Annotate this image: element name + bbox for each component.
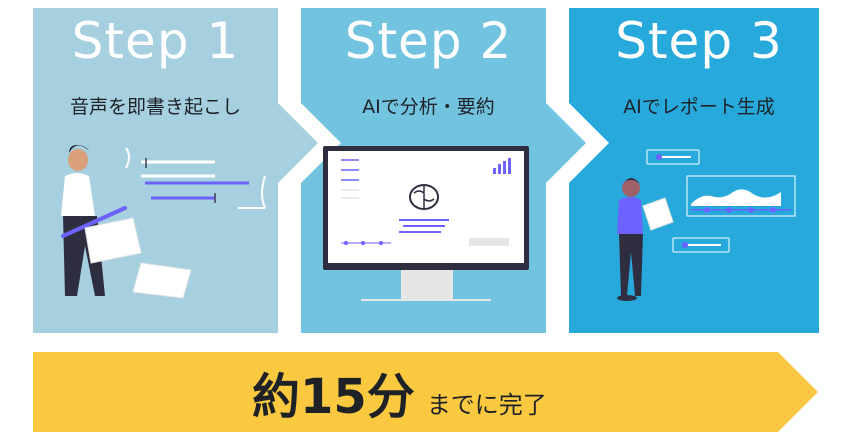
brain-icon [409, 184, 439, 210]
banner-arrow-bg [33, 352, 818, 432]
step-3-panel [569, 8, 819, 333]
report-illustration [617, 149, 796, 301]
step-2-subtitle: AIで分析・要約 [362, 96, 495, 118]
transcript-lines [125, 147, 266, 209]
step-1-panel [33, 8, 318, 333]
banner-main-text: 約15分 [252, 369, 415, 425]
step-1-title: Step 1 [71, 12, 240, 70]
completion-banner [33, 352, 818, 432]
step-3-subtitle: AIでレポート生成 [623, 96, 775, 118]
step-3-title: Step 3 [615, 12, 783, 70]
banner-suffix-text: までに完了 [426, 391, 547, 419]
person-writing-illustration [61, 145, 192, 299]
step-1-subtitle: 音声を即書き起こし [69, 96, 241, 118]
banner-text: 約15分 までに完了 [252, 357, 547, 427]
monitor-illustration [323, 146, 529, 301]
step-2-panel [301, 8, 586, 333]
step-2-title: Step 2 [344, 12, 513, 70]
